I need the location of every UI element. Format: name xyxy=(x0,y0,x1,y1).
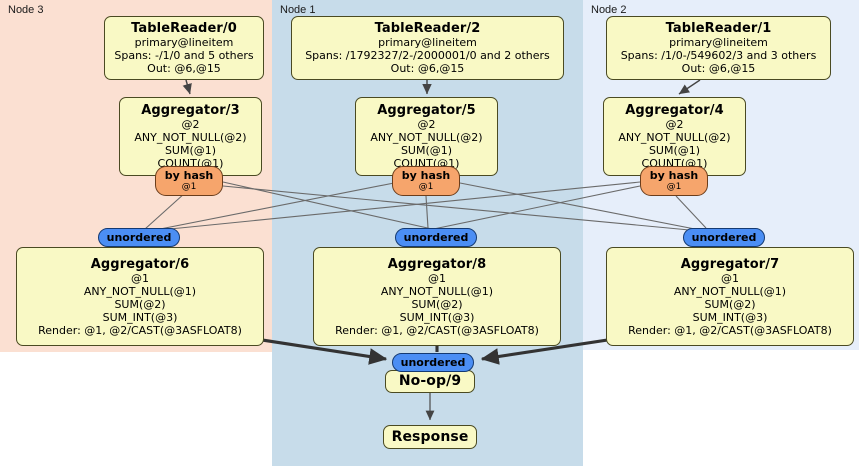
node-box-detail-line: @2 xyxy=(665,118,684,131)
node-box-detail-line: SUM(@1) xyxy=(400,144,453,157)
node-box-detail-line: SUM_INT(@3) xyxy=(692,310,768,324)
node-box-title: Aggregator/3 xyxy=(141,103,240,118)
node-box-title: Aggregator/5 xyxy=(377,103,476,118)
node-box-detail-line: Render: @1, @2/CAST(@3ASFLOAT8) xyxy=(335,323,539,337)
node-box-detail-line: @1 xyxy=(428,271,446,285)
node-box-detail-line: Render: @1, @2/CAST(@3ASFLOAT8) xyxy=(628,323,832,337)
node-box-detail-line: Out: @6,@15 xyxy=(390,62,465,75)
stream-node-unordered7[interactable]: unordered xyxy=(683,228,765,247)
stream-node-unordered9[interactable]: unordered xyxy=(392,353,474,372)
node-box-detail-line: ANY_NOT_NULL(@2) xyxy=(370,131,483,144)
node-box-detail-line: Out: @6,@15 xyxy=(147,62,221,75)
node-box-detail-line: Out: @6,@15 xyxy=(681,62,756,75)
node-box-title: TableReader/0 xyxy=(131,21,237,36)
node-box-detail-line: ANY_NOT_NULL(@1) xyxy=(673,284,787,298)
node-panel-label: Node 1 xyxy=(280,4,316,16)
node-box-detail-line: Spans: /1792327/2-/2000001/0 and 2 other… xyxy=(305,49,550,62)
stream-node-title: unordered xyxy=(400,355,466,369)
node-box-noop9[interactable]: No-op/9 xyxy=(385,370,475,393)
node-box-detail-line: Spans: /1/0-/549602/3 and 3 others xyxy=(620,49,817,62)
node-box-detail-line: SUM(@2) xyxy=(704,297,756,311)
stream-node-title: unordered xyxy=(403,230,469,244)
router-node-column: @1 xyxy=(181,182,197,192)
node-box-detail-line: primary@lineitem xyxy=(669,36,768,49)
node-box-detail-line: SUM_INT(@3) xyxy=(102,310,178,324)
node-box-detail-line: SUM(@2) xyxy=(114,297,166,311)
node-box-title: Aggregator/8 xyxy=(387,256,487,272)
node-box-detail-line: @2 xyxy=(417,118,436,131)
node-box-detail-line: primary@lineitem xyxy=(378,36,477,49)
node-box-detail-line: ANY_NOT_NULL(@1) xyxy=(83,284,197,298)
router-node-hash4[interactable]: by hash@1 xyxy=(640,166,708,196)
node-panel-label: Node 2 xyxy=(591,4,627,16)
node-panel-label: Node 3 xyxy=(8,4,44,16)
node-box-detail-line: primary@lineitem xyxy=(134,36,234,49)
node-box-detail-line: @1 xyxy=(721,271,739,285)
router-node-hash3[interactable]: by hash@1 xyxy=(155,166,223,196)
node-box-detail-line: ANY_NOT_NULL(@1) xyxy=(380,284,494,298)
node-box-detail-line: SUM(@1) xyxy=(164,144,217,157)
node-box-detail-line: ANY_NOT_NULL(@2) xyxy=(134,131,247,144)
router-node-title: by hash xyxy=(649,169,699,182)
node-box-response[interactable]: Response xyxy=(383,425,477,449)
router-node-column: @1 xyxy=(418,182,434,192)
node-box-detail-line: SUM_INT(@3) xyxy=(399,310,475,324)
node-box-detail-line: Render: @1, @2/CAST(@3ASFLOAT8) xyxy=(38,323,242,337)
node-box-detail-line: SUM(@1) xyxy=(648,144,701,157)
node-box-title: Aggregator/6 xyxy=(90,256,190,272)
node-box-detail-line: ANY_NOT_NULL(@2) xyxy=(618,131,731,144)
node-box-detail-line: @2 xyxy=(181,118,200,131)
node-box-title: No-op/9 xyxy=(398,373,462,389)
stream-node-unordered8[interactable]: unordered xyxy=(395,228,477,247)
router-node-column: @1 xyxy=(666,182,682,192)
node-box-title: Response xyxy=(391,428,469,445)
stream-node-unordered6[interactable]: unordered xyxy=(98,228,180,247)
node-box-title: Aggregator/7 xyxy=(680,256,780,272)
node-box-detail-line: SUM(@2) xyxy=(411,297,463,311)
node-box-title: TableReader/2 xyxy=(374,21,481,36)
node-box-detail-line: Spans: -/1/0 and 5 others xyxy=(114,49,254,62)
stream-node-title: unordered xyxy=(691,230,757,244)
router-node-hash5[interactable]: by hash@1 xyxy=(392,166,460,196)
router-node-title: by hash xyxy=(164,169,214,182)
router-node-title: by hash xyxy=(401,169,451,182)
node-box-detail-line: @1 xyxy=(131,271,149,285)
stream-node-title: unordered xyxy=(106,230,172,244)
node-box-title: TableReader/1 xyxy=(665,21,772,36)
node-box-title: Aggregator/4 xyxy=(625,103,724,118)
